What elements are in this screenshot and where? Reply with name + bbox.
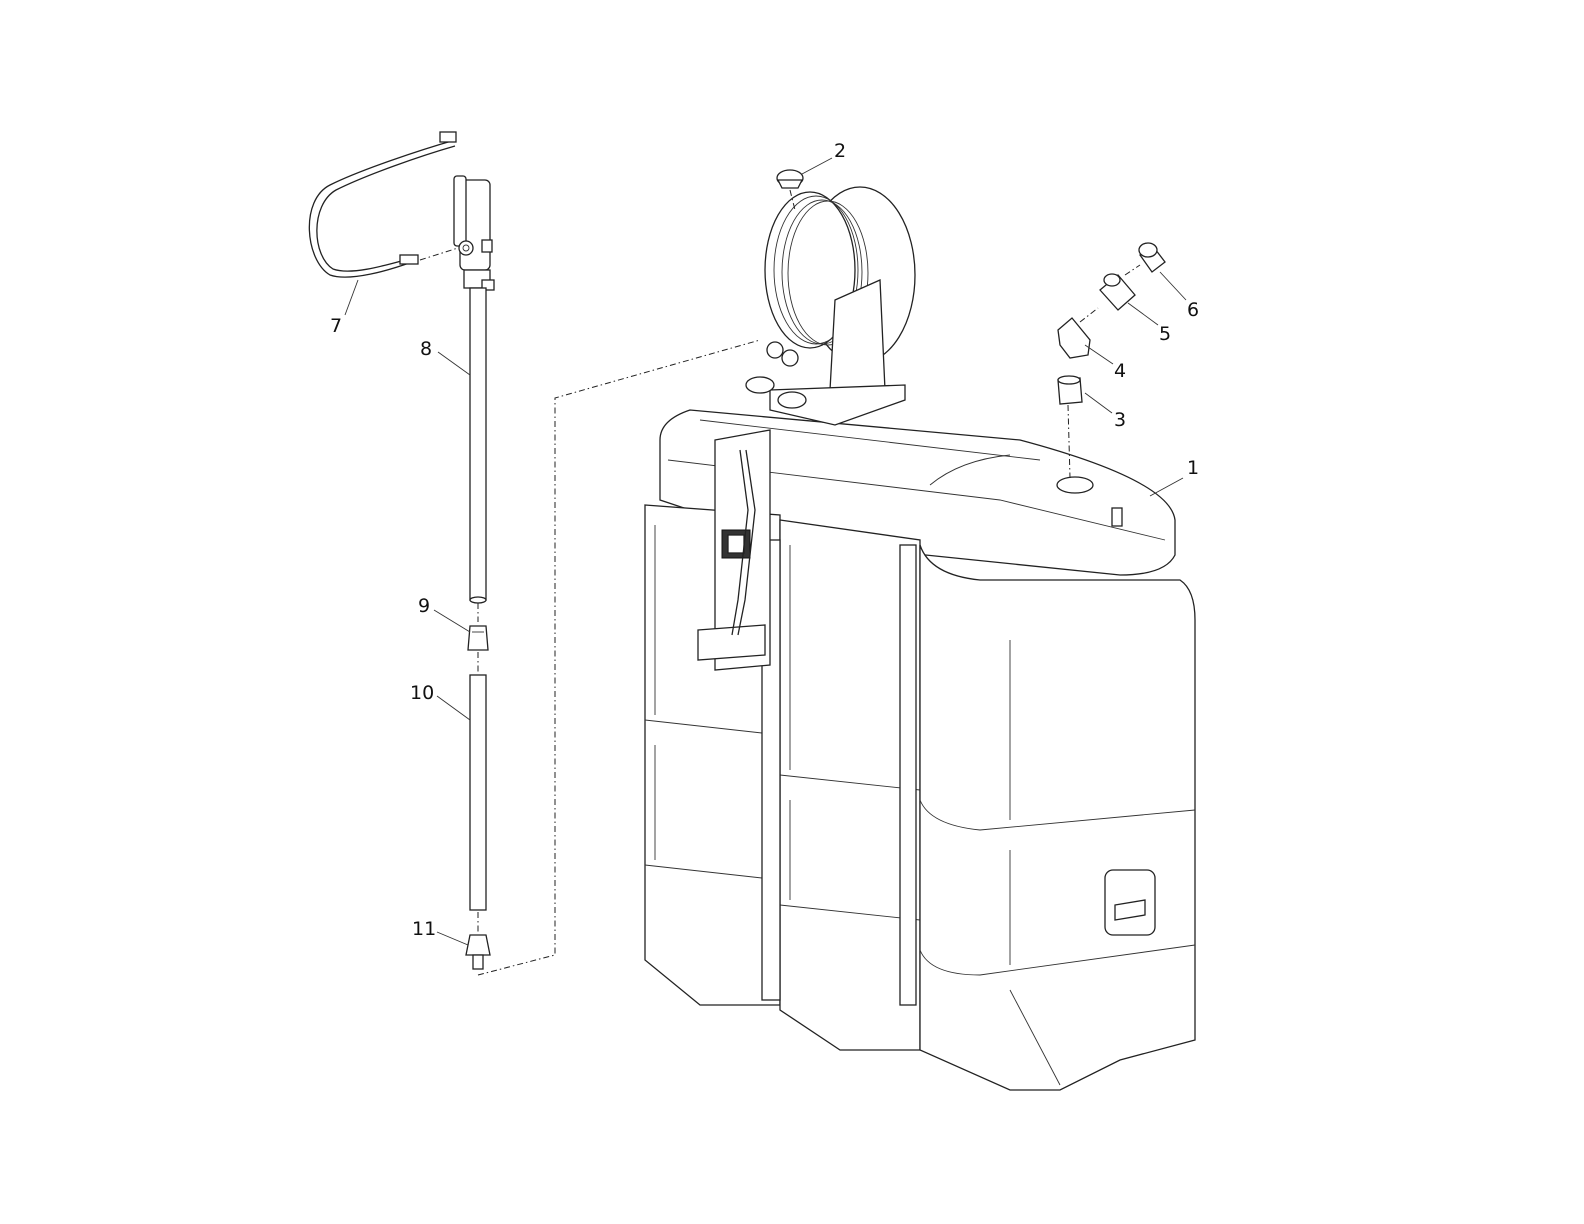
- callout-1: 1: [1187, 457, 1199, 479]
- callout-5: 5: [1159, 323, 1171, 345]
- callout-3: 3: [1114, 409, 1126, 431]
- callout-9: 9: [418, 595, 430, 617]
- part-3-adapter: [1057, 375, 1083, 405]
- callout-4: 4: [1114, 360, 1126, 382]
- nozzle-holder-panel: [697, 429, 771, 671]
- part-8-suction-tube: [469, 287, 487, 604]
- part-5-coupling: [1099, 273, 1136, 311]
- callout-6: 6: [1187, 299, 1199, 321]
- callout-10: 10: [410, 682, 434, 704]
- part-2-cap: [776, 169, 804, 189]
- part-11-foot-valve: [465, 934, 491, 970]
- part-9-connector: [467, 625, 489, 651]
- callout-7: 7: [330, 315, 342, 337]
- part-10-extension-tube: [469, 674, 487, 911]
- part-6-cap-plug: [1138, 242, 1166, 273]
- part-7-hose: [308, 131, 457, 278]
- tank-column-middle: [779, 519, 921, 1051]
- callout-11: 11: [412, 918, 436, 940]
- callouts: 1 2 3 4 5 6 7 8 9 10 11: [330, 140, 1199, 946]
- part-pump-head: [453, 175, 495, 291]
- part-4-elbow: [1057, 317, 1091, 359]
- callout-2: 2: [834, 140, 846, 162]
- callout-8: 8: [420, 338, 432, 360]
- tank-column-right: [919, 544, 1196, 1091]
- hose-reel: [745, 186, 916, 426]
